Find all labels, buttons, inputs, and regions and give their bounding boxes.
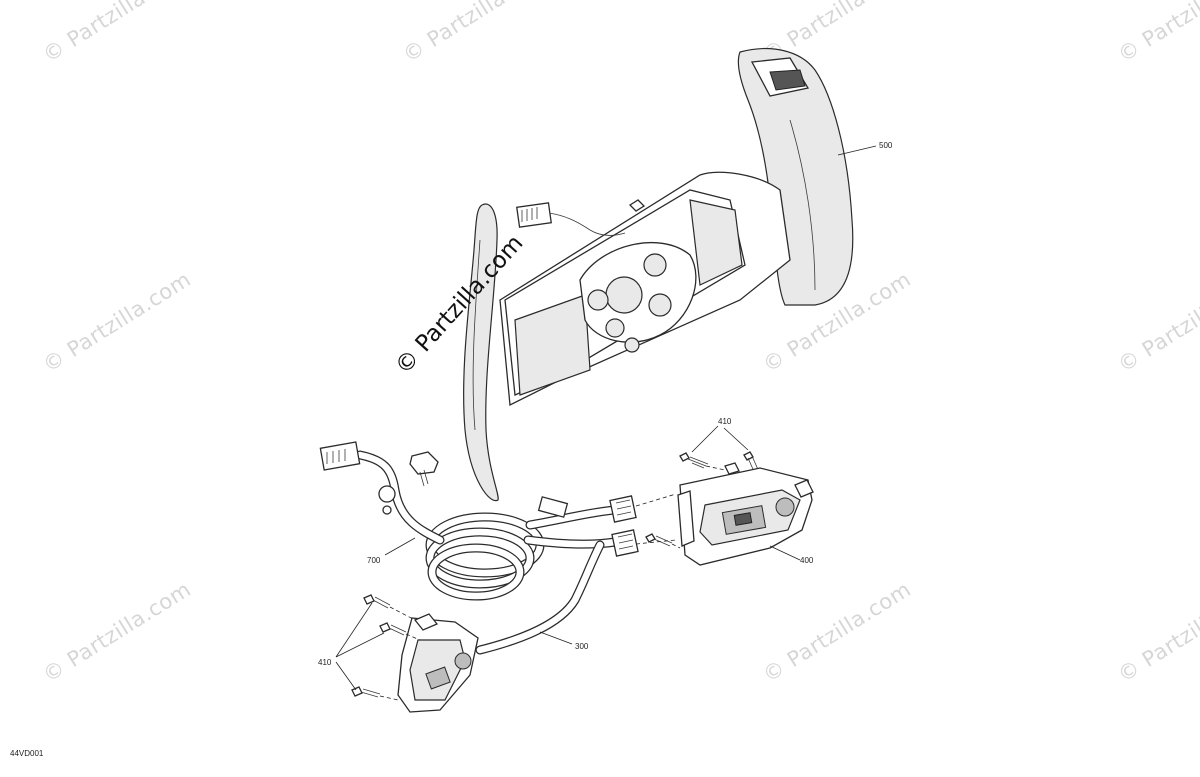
screw-410-upper-left — [679, 452, 709, 469]
leader-line-410-top — [691, 425, 749, 453]
switch-module-lower — [397, 613, 479, 713]
callout-410-bottom: 410 — [318, 658, 332, 667]
leader-line-410-bottom — [335, 602, 385, 691]
wiring-harness-700 — [319, 441, 639, 601]
screw-410-lower-2 — [379, 622, 407, 636]
screw-410-lower-3 — [351, 686, 381, 698]
screw-410-mid — [645, 533, 673, 547]
diagram-code: 44VD001 — [10, 749, 44, 758]
assembly-dashes-lower — [379, 606, 421, 701]
callout-300: 300 — [575, 642, 589, 651]
switch-module-400 — [677, 462, 814, 566]
leader-line-700 — [384, 537, 416, 556]
leader-line-500 — [837, 145, 877, 156]
callout-700: 700 — [367, 556, 381, 565]
connector-dashes — [635, 493, 677, 545]
callout-500: 500 — [879, 141, 893, 150]
wiring-harness-300 — [475, 540, 605, 655]
paddle-shifter-assembly — [463, 47, 854, 502]
leader-line-300 — [539, 631, 573, 645]
leader-line-400 — [769, 545, 801, 561]
screw-410-lower-1 — [363, 594, 391, 609]
callout-410-top: 410 — [718, 417, 732, 426]
callout-400: 400 — [800, 556, 814, 565]
